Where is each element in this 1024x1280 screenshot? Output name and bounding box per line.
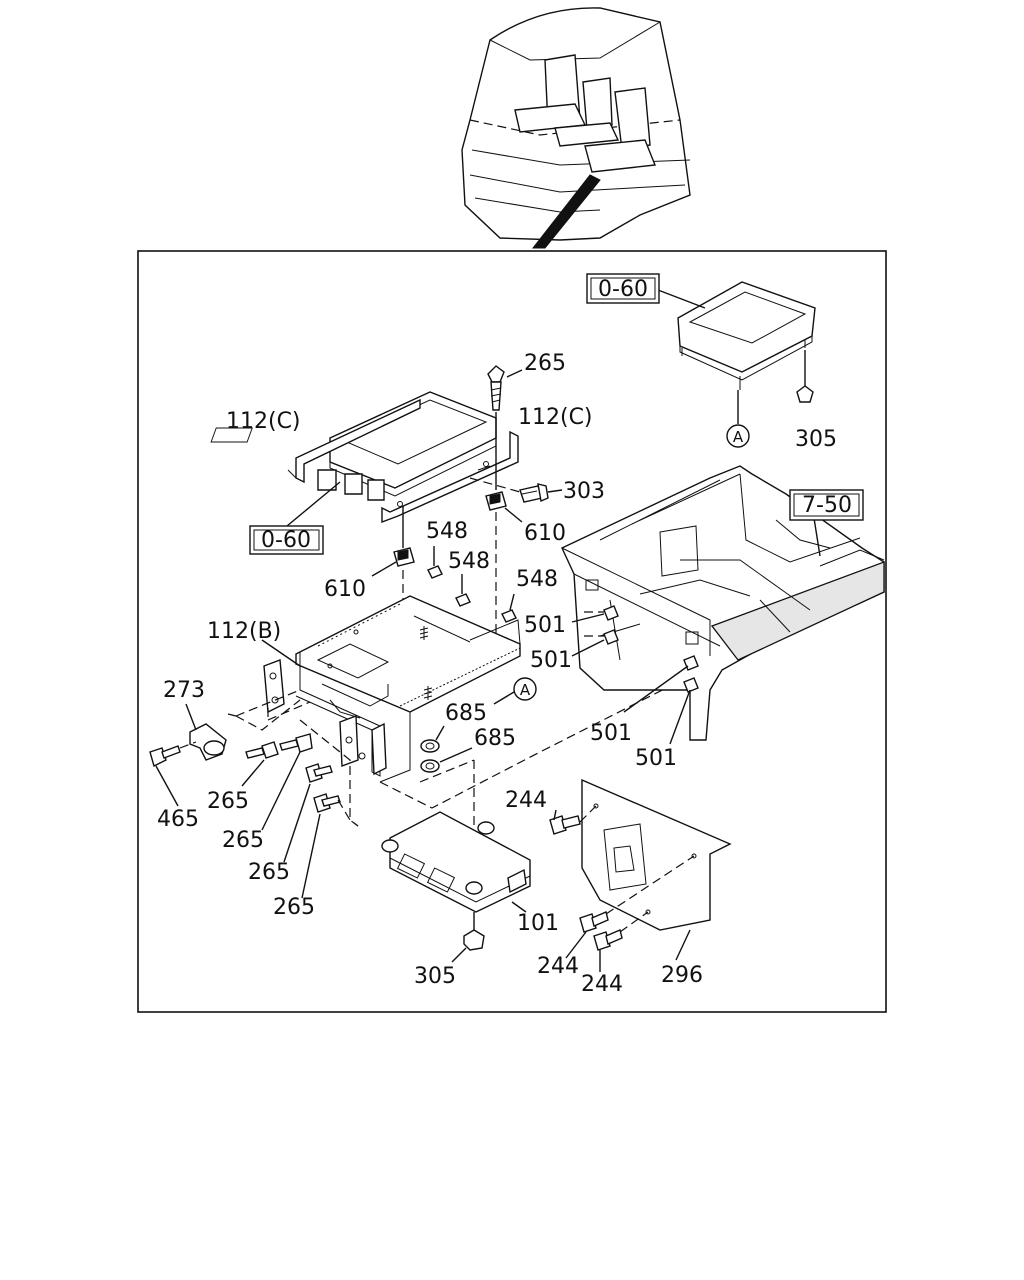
callout-265-d: 265	[273, 895, 315, 920]
ref-box-left: 0-60	[249, 525, 324, 555]
callout-305-bottom: 305	[414, 964, 456, 989]
callout-685-a: 685	[445, 701, 487, 726]
callout-305-top: 305	[795, 427, 837, 452]
callout-685-b: 685	[474, 726, 516, 751]
callout-265-top: 265	[524, 351, 566, 376]
callout-265-b: 265	[222, 828, 264, 853]
callout-548-c: 548	[516, 567, 558, 592]
cab-illustration	[461, 7, 691, 249]
svg-text:A: A	[733, 428, 744, 446]
ref-right-label: 7-50	[802, 493, 852, 518]
controller-module-left	[210, 391, 519, 527]
marker-a-mid: A	[493, 677, 537, 705]
callout-610-right: 610	[524, 521, 566, 546]
marker-a-top: A	[726, 424, 750, 448]
callout-501-a: 501	[524, 613, 566, 638]
module-101	[381, 811, 531, 963]
callout-244-b: 244	[537, 954, 579, 979]
callout-112c-right: 112(C)	[518, 405, 593, 430]
callout-265-a: 265	[207, 789, 249, 814]
ref-top-label: 0-60	[598, 277, 648, 302]
callout-548-a: 548	[426, 519, 468, 544]
callout-501-b: 501	[530, 648, 572, 673]
ref-left-label: 0-60	[261, 528, 311, 553]
callout-501-d: 501	[635, 746, 677, 771]
ref-box-top: 0-60	[586, 273, 660, 304]
callout-273: 273	[163, 678, 205, 703]
callout-265-c: 265	[248, 860, 290, 885]
fasteners-left	[149, 703, 359, 899]
callout-112c-left: 112(C)	[226, 409, 301, 434]
callout-610-left: 610	[324, 577, 366, 602]
callout-244-a: 244	[505, 788, 547, 813]
callout-501-c: 501	[590, 721, 632, 746]
bracket-112b	[227, 595, 691, 827]
callout-465: 465	[157, 807, 199, 832]
plate-296	[549, 778, 732, 972]
diagram-frame	[137, 250, 887, 1013]
floor-section	[561, 465, 885, 745]
callout-112b: 112(B)	[207, 619, 281, 644]
controller-module-top	[657, 281, 816, 424]
fasteners-upper	[371, 365, 563, 690]
callout-296: 296	[661, 963, 703, 988]
svg-text:A: A	[520, 681, 531, 699]
callout-548-b: 548	[448, 549, 490, 574]
callout-244-c: 244	[581, 972, 623, 997]
ref-box-right: 7-50	[789, 489, 864, 521]
callout-101: 101	[517, 911, 559, 936]
callout-303: 303	[563, 479, 605, 504]
pads-548	[427, 546, 517, 623]
callout-labels: 265 112(C) 112(C) 303 610 610 548 548 54…	[157, 351, 837, 997]
